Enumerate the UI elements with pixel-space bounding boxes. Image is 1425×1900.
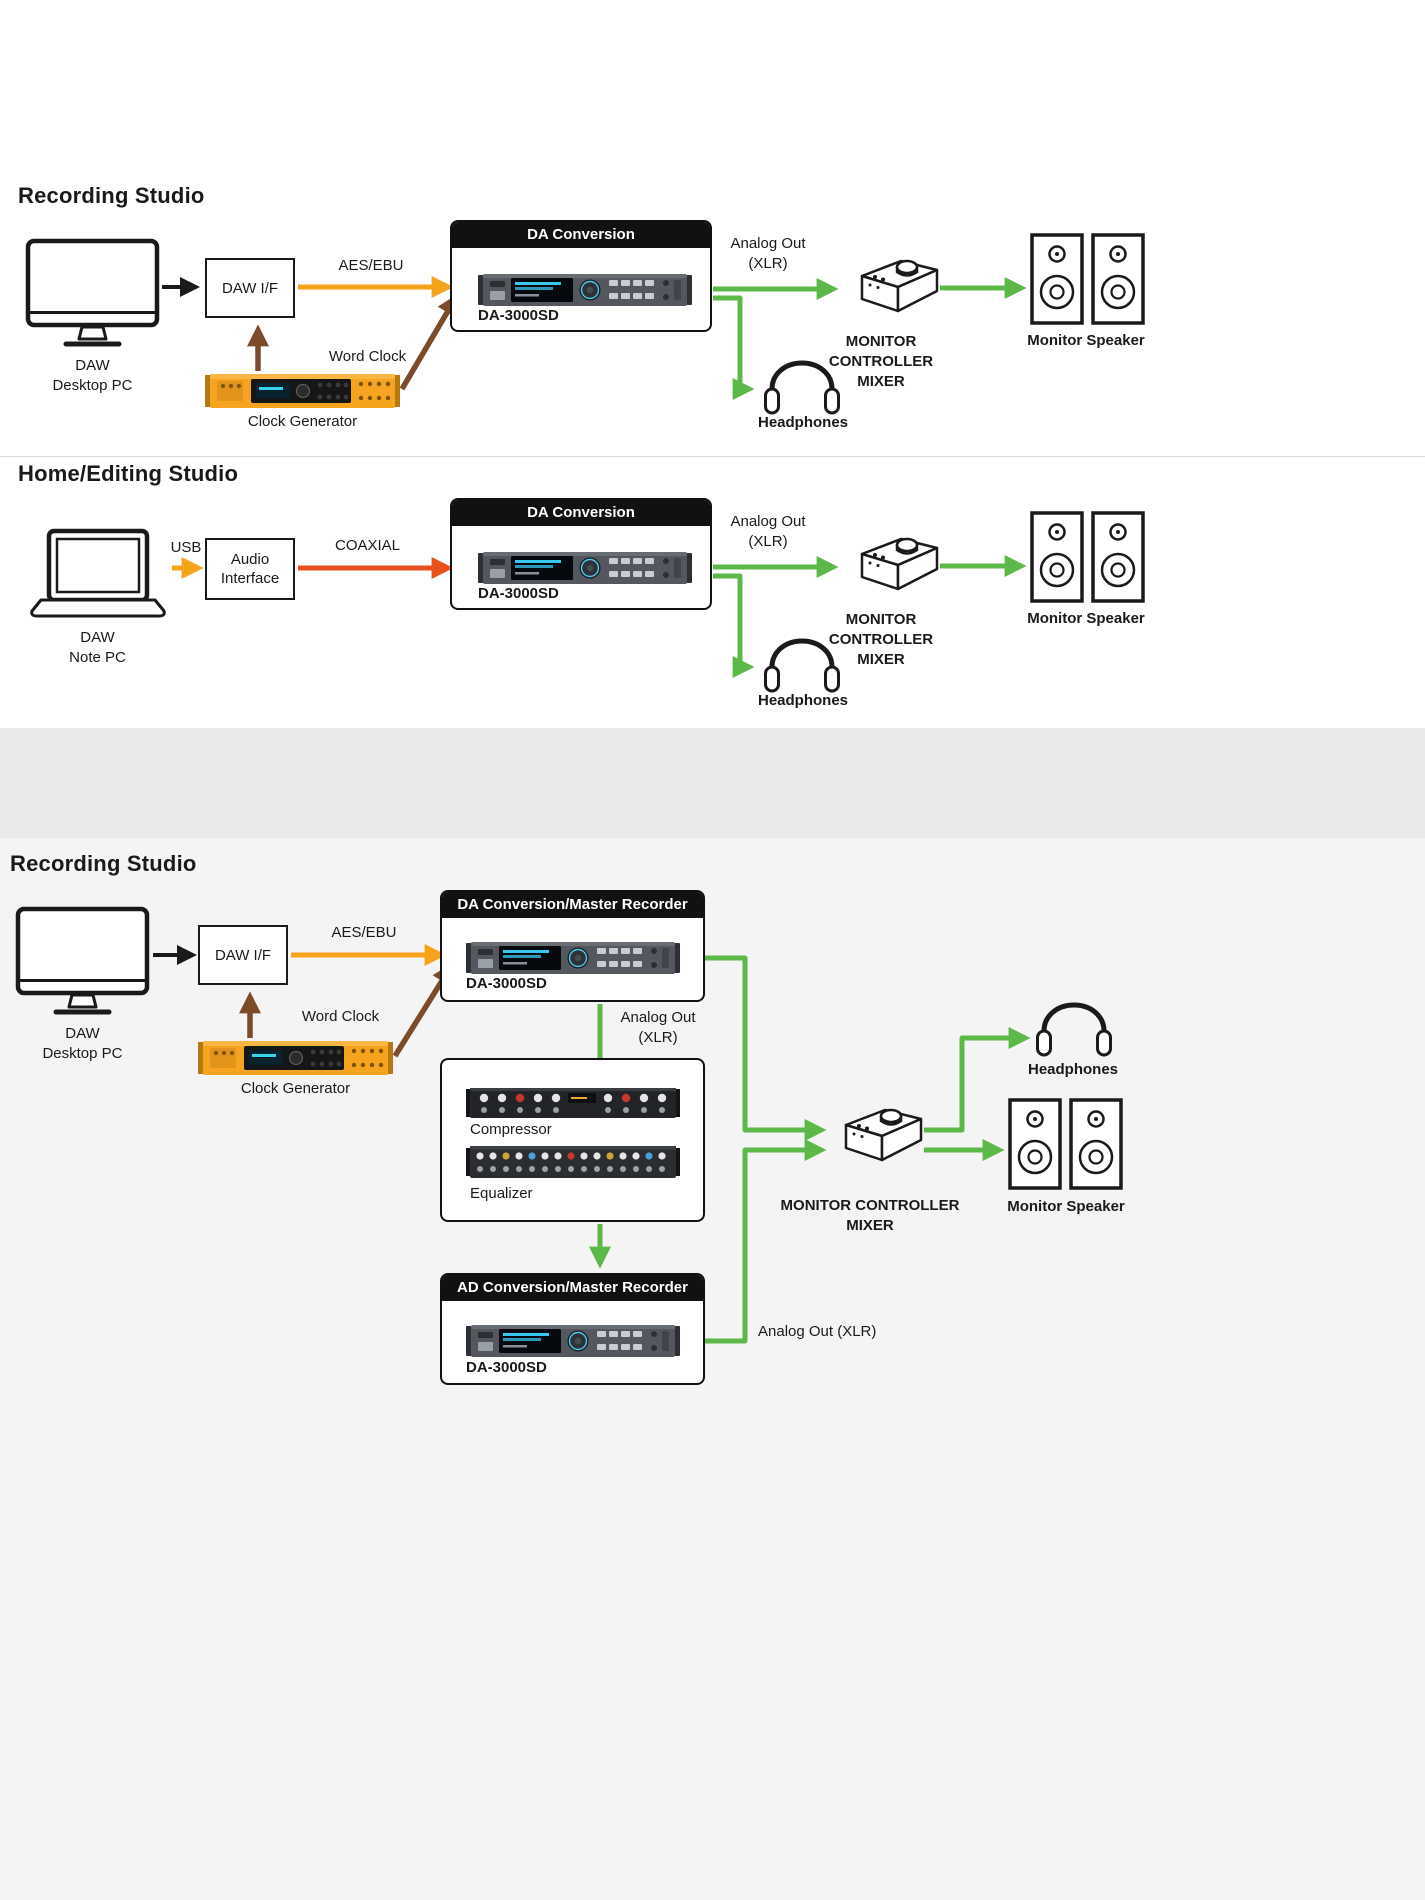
headphones-icon-use [766, 363, 839, 413]
wire-s2-analog-to-headphones [713, 573, 755, 679]
headphones-label-2: Headphones [757, 692, 848, 709]
da-conversion-box-2-title: DA Conversion [452, 500, 710, 526]
audio-interface-label: Audio Interface [220, 551, 280, 587]
da-3000sd-device-image-4 [466, 1325, 680, 1357]
section1-2-divider-line [0, 456, 1425, 457]
monitor-controller-icon-use-3 [846, 1110, 921, 1160]
monitor-speaker-icon-use-2 [1032, 513, 1143, 601]
aes-ebu-label-3: AES/EBU [331, 924, 397, 941]
word-clock-label: Word Clock [328, 348, 407, 365]
headphones-label: Headphones [757, 414, 848, 431]
headphones-icon [763, 358, 841, 416]
audio-interface-box: Audio Interface [205, 538, 295, 600]
equalizer-label: Equalizer [470, 1185, 533, 1202]
monitor-speaker-icon-use [1032, 235, 1143, 323]
compressor-device-image [466, 1088, 680, 1118]
monitor-speaker-icon [1030, 233, 1145, 325]
clock-generator-icon-use-3 [198, 1041, 393, 1075]
monitor-controller-icon-use-2 [862, 539, 937, 589]
monitor-controller-icon-2 [848, 533, 940, 595]
da-3000sd-device-image-3 [466, 942, 680, 974]
aes-ebu-label: AES/EBU [338, 257, 404, 274]
daw-interface-label-3: DAW I/F [214, 946, 272, 964]
usb-label: USB [170, 539, 202, 556]
daw-interface-box-3: DAW I/F [198, 925, 288, 985]
desktop-pc-label-3: DAW Desktop PC [42, 1025, 123, 1062]
section2-title: Home/Editing Studio [18, 461, 239, 486]
monitor-speaker-label-2: Monitor Speaker [1027, 610, 1145, 627]
headphones-icon-use-3 [1038, 1005, 1111, 1055]
headphones-label-3: Headphones [1027, 1061, 1118, 1078]
desktop-pc-icon [25, 238, 160, 350]
clock-generator-label: Clock Generator [247, 413, 358, 430]
da-3000sd-icon-use-2 [478, 552, 692, 584]
clock-generator-icon-use [205, 374, 400, 408]
clock-generator-device-image [205, 373, 400, 409]
daw-interface-box: DAW I/F [205, 258, 295, 318]
section3-title: Recording Studio [10, 851, 197, 876]
headphones-icon-use-2 [766, 641, 839, 691]
equalizer-device-image [466, 1146, 680, 1178]
gray-divider-band [0, 728, 1425, 838]
monitor-controller-label: MONITOR CONTROLLER MIXER [828, 333, 934, 390]
wire-s1-word-clock-to-da [399, 293, 459, 391]
effects-box [440, 1058, 705, 1222]
monitor-speaker-label-3: Monitor Speaker [1007, 1198, 1125, 1215]
monitor-speaker-icon-use-3 [1010, 1100, 1121, 1188]
analog-out-label-2: Analog Out (XLR) [730, 513, 806, 550]
da-3000sd-device-image-2 [478, 552, 692, 584]
note-pc-label: DAW Note PC [69, 629, 126, 666]
monitor-speaker-label: Monitor Speaker [1027, 332, 1145, 349]
da-3000sd-label-2: DA-3000SD [478, 585, 559, 602]
da-3000sd-icon-use [478, 274, 692, 306]
daw-interface-label: DAW I/F [221, 279, 279, 297]
equalizer-icon-use [466, 1146, 680, 1178]
monitor-controller-label-2: MONITOR CONTROLLER MIXER [828, 611, 934, 668]
desktop-pc-label: DAW Desktop PC [52, 357, 133, 394]
headphones-icon-2 [763, 636, 841, 694]
compressor-icon-use [466, 1088, 680, 1118]
da-3000sd-device-image [478, 274, 692, 306]
monitor-controller-icon [848, 255, 940, 317]
coaxial-label: COAXIAL [334, 537, 401, 554]
wire-s1-analog-to-headphones [713, 295, 755, 401]
ad-conversion-master-recorder-title: AD Conversion/Master Recorder [442, 1275, 703, 1301]
monitor-controller-label-3: MONITOR CONTROLLER MIXER [780, 1197, 960, 1234]
desktop-pc-icon-use [28, 241, 157, 344]
monitor-controller-icon-use [862, 261, 937, 311]
compressor-label: Compressor [470, 1121, 552, 1138]
clock-generator-label-3: Clock Generator [240, 1080, 351, 1097]
da-3000sd-label-4: DA-3000SD [466, 1359, 547, 1376]
headphones-icon-3 [1035, 1000, 1113, 1058]
section3-background [0, 838, 1425, 1900]
word-clock-label-3: Word Clock [301, 1008, 380, 1025]
desktop-pc-icon-3 [15, 906, 150, 1018]
section1-title: Recording Studio [18, 183, 205, 208]
analog-out-label-3: Analog Out (XLR) [620, 1009, 696, 1046]
clock-generator-device-image-3 [198, 1040, 393, 1076]
note-pc-icon [28, 528, 168, 620]
monitor-controller-icon-3 [832, 1104, 924, 1166]
da-conversion-box-title: DA Conversion [452, 222, 710, 248]
analog-out-xlr-label: Analog Out (XLR) [758, 1323, 877, 1340]
da-3000sd-label: DA-3000SD [478, 307, 559, 324]
analog-out-label: Analog Out (XLR) [730, 235, 806, 272]
da-conversion-master-recorder-title: DA Conversion/Master Recorder [442, 892, 703, 918]
desktop-pc-icon-use-3 [18, 909, 147, 1012]
da-3000sd-label-3: DA-3000SD [466, 975, 547, 992]
da-3000sd-icon-use-3 [466, 942, 680, 974]
note-pc-icon-use [32, 531, 165, 616]
monitor-speaker-icon-2 [1030, 511, 1145, 603]
da-3000sd-icon-use-4 [466, 1325, 680, 1357]
monitor-speaker-icon-3 [1008, 1098, 1123, 1190]
